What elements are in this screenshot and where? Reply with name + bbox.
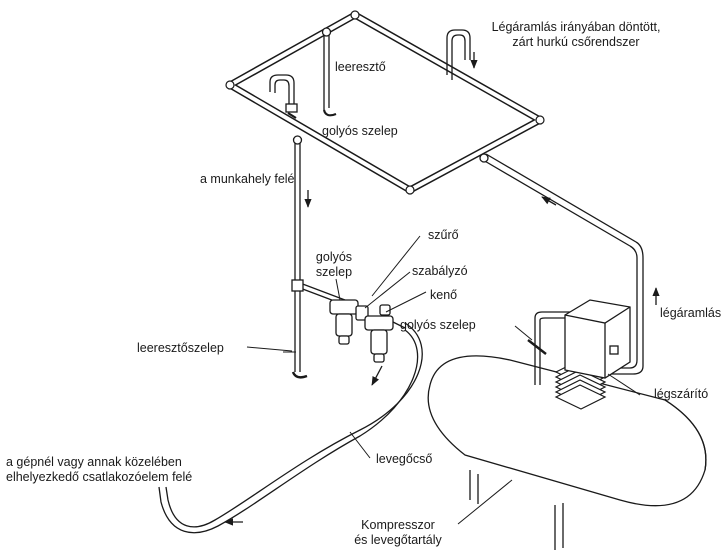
ball-valve-mid-label: golyós szelep bbox=[304, 250, 364, 280]
machine-label-line2: elhelyezkedő csatlakozóelem felé bbox=[6, 470, 193, 484]
closed-loop-label: Légáramlás irányában döntött, zárt hurkú… bbox=[476, 20, 676, 50]
compressor-tank bbox=[427, 355, 707, 550]
hose-label: levegőcső bbox=[376, 452, 433, 466]
return-line-to-dryer bbox=[479, 153, 660, 375]
callout-lines bbox=[246, 235, 641, 525]
ball-valve-drop-top bbox=[269, 74, 298, 119]
tank-outlet-line bbox=[527, 311, 570, 385]
drop-line-to-workplace bbox=[283, 135, 346, 379]
frl-unit bbox=[329, 299, 406, 363]
ball-valve-mid-label-line2: szelep bbox=[315, 265, 353, 279]
filter-label: szűrő bbox=[428, 228, 459, 242]
ball-valve-right-label: golyós szelep bbox=[400, 318, 476, 332]
closed-loop-piping bbox=[225, 10, 545, 195]
ball-valve-top-label: golyós szelep bbox=[322, 124, 398, 138]
air-hose bbox=[158, 322, 423, 534]
to-workplace-label: a munkahely felé bbox=[200, 172, 295, 186]
loop-inlet-gooseneck bbox=[446, 29, 478, 80]
airflow-label: légáramlás bbox=[660, 306, 722, 320]
compressor-label: Kompresszor és levegőtartály bbox=[346, 518, 450, 548]
drain-top-label: leeresztő bbox=[335, 60, 386, 74]
regulator-label: szabályzó bbox=[412, 264, 468, 278]
closed-loop-label-line1: Légáramlás irányában döntött, bbox=[491, 20, 661, 34]
machine-label-line1: a gépnél vagy annak közelében bbox=[6, 455, 182, 469]
compressor-motor bbox=[554, 359, 607, 410]
compressor-label-line2: és levegőtartály bbox=[354, 533, 442, 547]
drain-valve-label: leeresztőszelep bbox=[137, 341, 224, 355]
compressor-label-line1: Kompresszor bbox=[361, 518, 435, 532]
dryer-label: légszárító bbox=[654, 387, 709, 401]
air-dryer bbox=[564, 299, 631, 379]
machine-label: a gépnél vagy annak közelében elhelyezke… bbox=[6, 455, 192, 485]
drain-drop-top bbox=[321, 27, 337, 117]
ball-valve-mid-label-line1: golyós bbox=[315, 250, 353, 264]
lubricator-label: kenő bbox=[430, 288, 458, 302]
closed-loop-label-line2: zárt hurkú csőrendszer bbox=[512, 35, 640, 49]
